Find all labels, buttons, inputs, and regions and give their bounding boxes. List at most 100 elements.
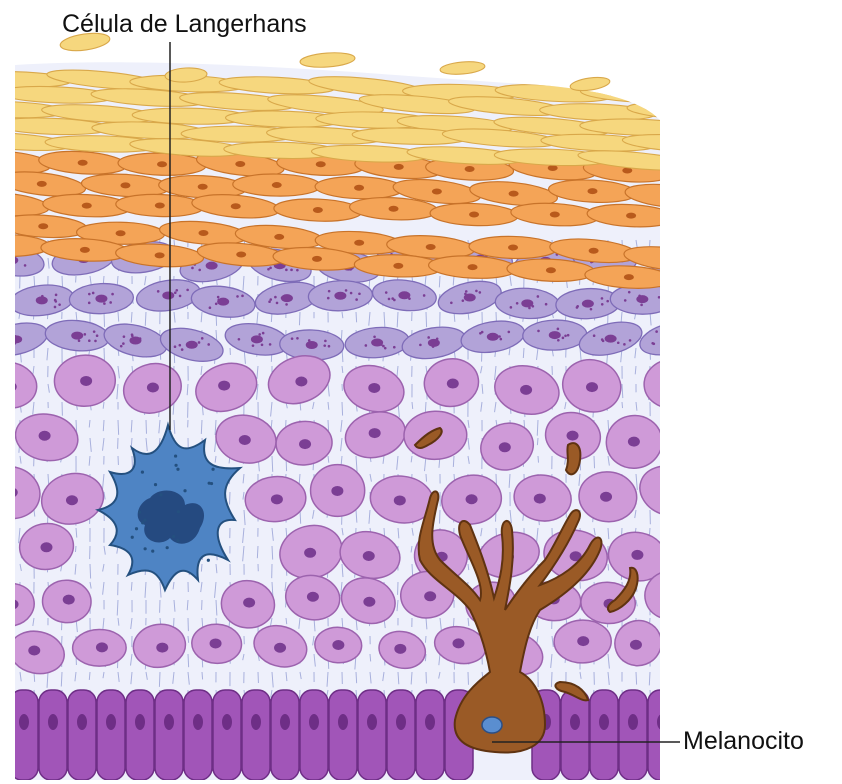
desmosome-line <box>201 564 202 572</box>
granular-cell-nucleus <box>393 263 403 269</box>
granular-cell-nucleus <box>550 212 560 218</box>
spinous-upper-nucleus <box>636 295 648 303</box>
cytoplasm-granule <box>120 345 123 348</box>
spinous-cell-nucleus <box>66 495 78 505</box>
spinous-cell-nucleus <box>363 551 375 561</box>
spinous-upper-nucleus <box>71 332 83 340</box>
cytoplasm-granule <box>262 332 265 335</box>
cytoplasm-granule <box>393 299 396 302</box>
desmosome-line <box>202 672 203 679</box>
granular-cell-nucleus <box>157 161 167 167</box>
cytoplasm-granule <box>703 299 706 302</box>
spinous-upper-nucleus <box>398 291 410 299</box>
cytoplasm-granule <box>655 330 658 333</box>
cytoplasm-granule <box>327 297 330 300</box>
cytoplasm-granule <box>191 267 194 270</box>
cytoplasm-granule <box>385 291 388 294</box>
cytoplasm-granule <box>510 306 513 309</box>
spinous-upper-nucleus <box>129 336 141 344</box>
granular-cell-nucleus <box>465 166 475 172</box>
cytoplasm-granule <box>716 306 719 309</box>
cytoplasm-granule <box>78 339 81 342</box>
cytoplasm-granule <box>267 268 270 271</box>
spinous-upper-nucleus <box>36 296 48 304</box>
cytoplasm-granule <box>479 291 482 294</box>
cytoplasm-granule <box>209 306 212 309</box>
spinous-cell-nucleus <box>63 595 75 605</box>
desmosome-line <box>551 672 552 687</box>
desmosome-line <box>439 276 440 287</box>
basal-cell <box>300 690 328 780</box>
cytoplasm-granule <box>24 264 27 267</box>
granular-cell-nucleus <box>663 256 673 262</box>
langerhans-granule <box>166 546 169 549</box>
spinous-upper-nucleus <box>6 256 18 264</box>
desmosome-line <box>453 456 454 467</box>
spinous-cell-nucleus <box>331 486 343 496</box>
cytoplasm-granule <box>84 333 87 336</box>
basal-cell <box>10 690 38 780</box>
spinous-upper-nucleus <box>95 295 107 303</box>
spinous-upper-nucleus <box>549 331 561 339</box>
cytoplasm-granule <box>718 306 721 309</box>
desmosome-line <box>341 330 342 339</box>
basal-cell-nucleus <box>106 714 116 730</box>
spinous-cell-nucleus <box>96 642 108 652</box>
cytoplasm-granule <box>427 336 430 339</box>
cytoplasm-granule <box>462 299 465 302</box>
cytoplasm-granule <box>675 330 678 333</box>
cytoplasm-granule <box>2 332 5 335</box>
cytoplasm-granule <box>3 263 6 266</box>
desmosome-line <box>201 420 202 434</box>
spinous-cell-nucleus <box>40 542 52 552</box>
basal-cell <box>39 690 67 780</box>
granular-cell-nucleus <box>82 203 92 209</box>
cytoplasm-granule <box>88 339 91 342</box>
cytoplasm-granule <box>92 292 95 295</box>
cytoplasm-granule <box>261 344 264 347</box>
cytoplasm-granule <box>3 266 6 269</box>
cytoplasm-granule <box>58 303 61 306</box>
cytoplasm-granule <box>103 302 106 305</box>
spinous-cell-nucleus <box>600 492 612 502</box>
cytoplasm-granule <box>131 333 134 336</box>
spinous-cell-nucleus <box>698 539 710 549</box>
cytoplasm-granule <box>345 289 348 292</box>
granular-cell-nucleus <box>508 244 518 250</box>
cytoplasm-granule <box>624 299 627 302</box>
spinous-cell <box>675 407 738 467</box>
cytoplasm-granule <box>324 340 327 343</box>
cytoplasm-granule <box>355 298 358 301</box>
cytoplasm-granule <box>508 331 511 334</box>
desmosome-line <box>636 672 637 685</box>
cytoplasm-granule <box>537 295 540 298</box>
spinous-upper-nucleus <box>428 339 440 347</box>
cytoplasm-granule <box>198 341 201 344</box>
cytoplasm-granule <box>296 337 299 340</box>
granular-cell-nucleus <box>509 191 519 197</box>
cytoplasm-granule <box>670 254 673 257</box>
cytoplasm-granule <box>628 291 631 294</box>
basal-cell <box>590 690 618 780</box>
spinous-cell-nucleus <box>39 431 51 441</box>
cytoplasm-granule <box>601 297 604 300</box>
spinous-cell-nucleus <box>693 638 705 648</box>
cytoplasm-granule <box>715 302 718 305</box>
spinous-cell-nucleus <box>667 380 679 390</box>
langerhans-granule <box>174 454 177 457</box>
desmosome-line <box>356 312 357 322</box>
spinous-cell-nucleus <box>210 638 222 648</box>
cytoplasm-granule <box>88 293 91 296</box>
basal-cell-nucleus <box>657 714 667 730</box>
granular-cell-nucleus <box>272 182 282 188</box>
langerhans-granule <box>176 539 179 542</box>
cytoplasm-granule <box>640 304 643 307</box>
granular-cell-nucleus <box>389 206 399 212</box>
cytoplasm-granule <box>123 335 126 338</box>
desmosome-line <box>61 672 62 686</box>
desmosome-line <box>89 672 90 680</box>
desmosome-line <box>103 420 104 431</box>
cytoplasm-granule <box>276 302 279 305</box>
cytoplasm-granule <box>384 347 387 350</box>
